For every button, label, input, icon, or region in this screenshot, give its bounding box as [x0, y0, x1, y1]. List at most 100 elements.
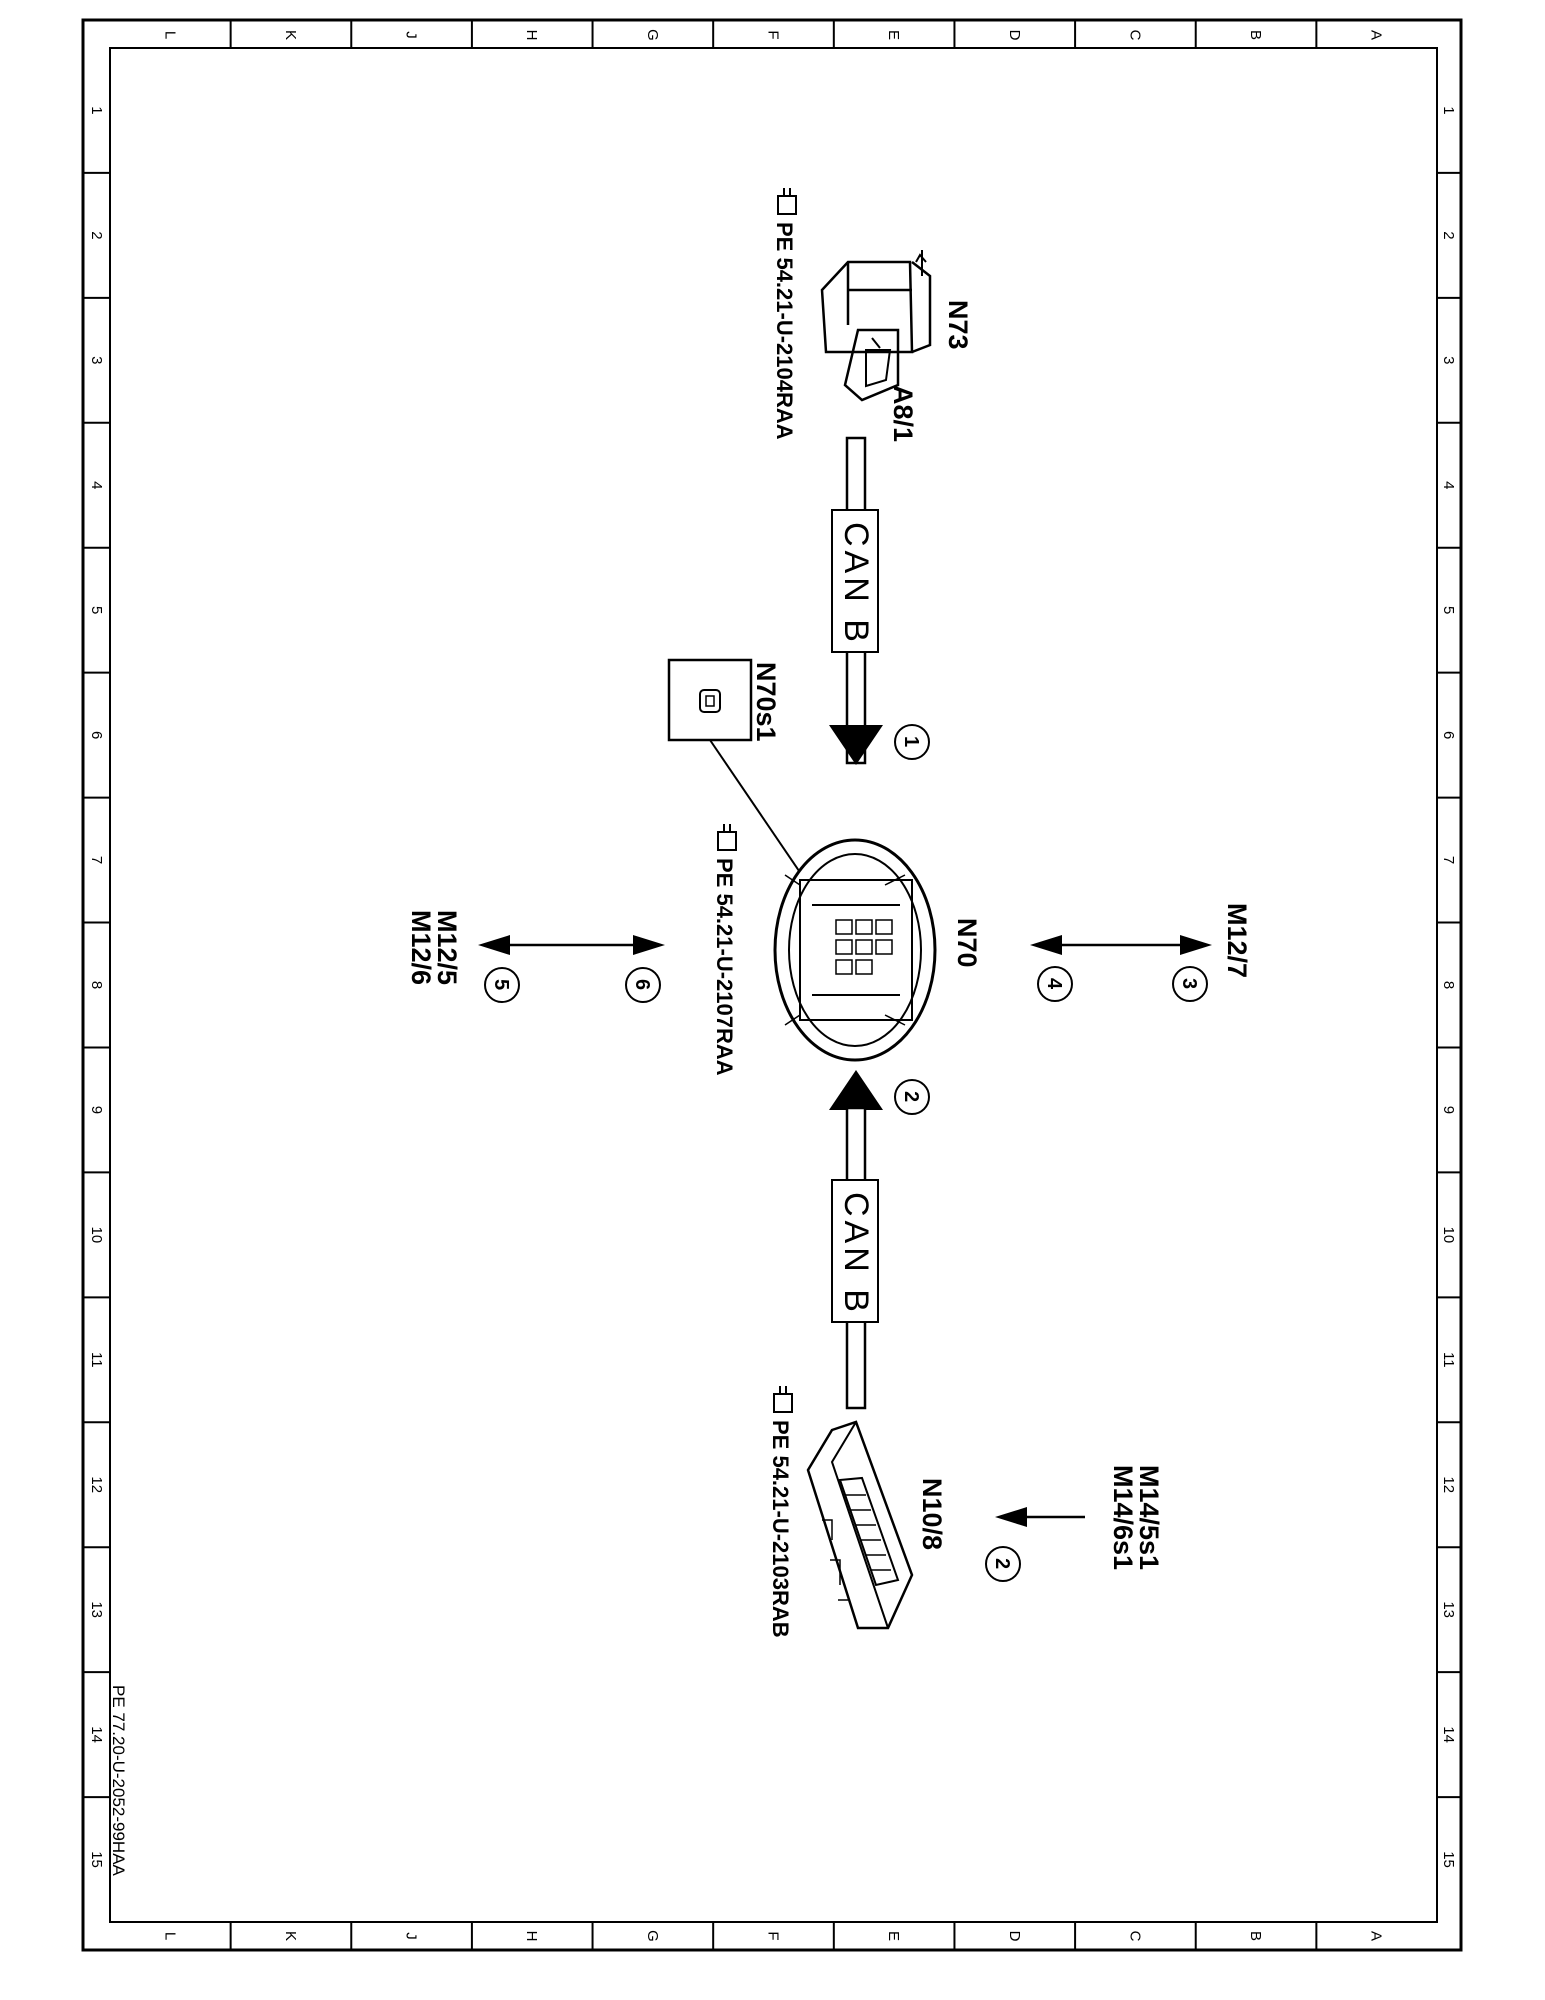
grid-number-left: 14 [88, 1726, 105, 1743]
grid-letter-bottom: H [523, 1931, 540, 1942]
grid-number-right: 10 [1440, 1227, 1457, 1244]
grid-letter-top: B [1247, 30, 1264, 40]
grid-letter-bottom: D [1006, 1931, 1023, 1942]
svg-text:3: 3 [1178, 978, 1200, 989]
grid-letter-top: C [1126, 30, 1143, 41]
grid-letter-bottom: L [161, 1932, 178, 1940]
grid-number-left: 8 [88, 981, 105, 989]
grid-letter-top: E [885, 30, 902, 40]
grid-number-right: 9 [1440, 1106, 1457, 1114]
grid-number-left: 4 [88, 481, 105, 489]
signal-2b-marker: 2 [985, 1546, 1021, 1582]
grid-letter-bottom: B [1247, 1931, 1264, 1941]
m14-arrowhead [995, 1507, 1027, 1527]
grid-letter-bottom: K [282, 1931, 299, 1941]
signal-1-marker: 1 [894, 724, 930, 760]
signal-3-marker: 3 [1172, 966, 1208, 1002]
grid-number-right: 4 [1440, 481, 1457, 489]
grid-number-right: 2 [1440, 231, 1457, 239]
n73-sensor-icon [820, 250, 932, 402]
can-b-bottom-arrowhead [829, 1070, 883, 1110]
n73-hand-pointer-icon [777, 188, 797, 215]
m12-7-arrowhead-left [1030, 935, 1062, 955]
can-b-bottom-label: CAN B [837, 1192, 875, 1316]
grid-number-left: 15 [88, 1851, 105, 1868]
grid-number-right: 15 [1440, 1851, 1457, 1868]
m14-5s1-label: M14/5s1 [1134, 1465, 1164, 1570]
grid-number-right: 12 [1440, 1476, 1457, 1493]
n73-label: N73 [943, 300, 973, 350]
n10-hand-pointer-icon [773, 1386, 793, 1413]
m12-6-label: M12/6 [406, 910, 436, 985]
n70s1-label: N70s1 [751, 662, 781, 742]
grid-number-left: 2 [88, 231, 105, 239]
grid-letter-top: D [1006, 30, 1023, 41]
n10-8-label: N10/8 [917, 1478, 947, 1550]
svg-text:1: 1 [900, 736, 922, 747]
can-b-top-label: CAN B [837, 522, 875, 646]
grid-number-left: 11 [88, 1352, 105, 1368]
grid-number-right: 5 [1440, 606, 1457, 614]
signal-6-marker: 6 [625, 967, 661, 1003]
grid-letter-bottom: J [403, 1932, 420, 1940]
n10-reference: PE 54.21-U-2103RAB [768, 1420, 793, 1638]
grid-letter-top: F [765, 30, 782, 39]
grid-number-right: 11 [1440, 1352, 1457, 1368]
grid-number-right: 13 [1440, 1601, 1457, 1618]
grid-number-left: 13 [88, 1601, 105, 1618]
a8-1-label: A8/1 [888, 385, 918, 442]
n70-hand-pointer-icon [717, 824, 737, 851]
grid-letter-top: H [523, 30, 540, 41]
document-id: PE 77.20-U-2052-99HAA [109, 1685, 128, 1877]
grid-letter-top: L [161, 31, 178, 39]
can-b-top-arrowhead [829, 725, 883, 765]
grid-number-left: 1 [88, 106, 105, 114]
svg-text:6: 6 [631, 979, 653, 990]
signal-5-marker: 5 [484, 967, 520, 1003]
signal-4-marker: 4 [1037, 966, 1073, 1002]
grid-number-left: 9 [88, 1106, 105, 1114]
n70-reference: PE 54.21-U-2107RAA [712, 858, 737, 1076]
n73-reference: PE 54.21-U-2104RAA [772, 222, 797, 440]
grid-number-right: 8 [1440, 981, 1457, 989]
m14-6s1-label: M14/6s1 [1108, 1465, 1138, 1570]
n70-label: N70 [952, 918, 982, 968]
svg-text:4: 4 [1043, 978, 1065, 990]
grid-letter-top: A [1368, 30, 1385, 40]
m12-5-6-arrowhead-left [478, 935, 510, 955]
n70s1-button-icon [699, 689, 721, 713]
grid-number-left: 10 [88, 1227, 105, 1244]
can-b-bottom-box [831, 1179, 879, 1323]
n10-8-module-icon [806, 1420, 914, 1630]
grid-number-left: 5 [88, 606, 105, 614]
m12-7-label: M12/7 [1222, 903, 1252, 978]
grid-letter-bottom: C [1126, 1931, 1143, 1942]
grid-letter-top: K [282, 30, 299, 40]
grid-number-left: 7 [88, 856, 105, 864]
grid-number-right: 7 [1440, 856, 1457, 864]
grid-letter-bottom: E [885, 1931, 902, 1941]
m12-5-label: M12/5 [432, 910, 462, 985]
grid-number-left: 12 [88, 1476, 105, 1493]
svg-text:2: 2 [900, 1091, 922, 1102]
grid-number-left: 3 [88, 356, 105, 364]
inner-frame [109, 47, 1438, 1923]
grid-number-left: 6 [88, 731, 105, 739]
grid-number-right: 6 [1440, 731, 1457, 739]
m12-5-6-arrowhead-right [633, 935, 665, 955]
svg-text:5: 5 [490, 979, 512, 990]
grid-number-right: 14 [1440, 1726, 1457, 1743]
grid-number-right: 1 [1440, 106, 1457, 114]
n70-control-panel-icon [773, 838, 937, 1062]
m12-7-arrowhead-right [1180, 935, 1212, 955]
signal-2a-marker: 2 [894, 1079, 930, 1115]
svg-text:2: 2 [991, 1558, 1013, 1569]
grid-letter-bottom: A [1368, 1931, 1385, 1941]
grid-letter-bottom: F [765, 1931, 782, 1940]
grid-number-right: 3 [1440, 356, 1457, 364]
outer-frame [81, 18, 1463, 1952]
grid-letter-bottom: G [644, 1930, 661, 1942]
grid-letter-top: G [644, 29, 661, 41]
